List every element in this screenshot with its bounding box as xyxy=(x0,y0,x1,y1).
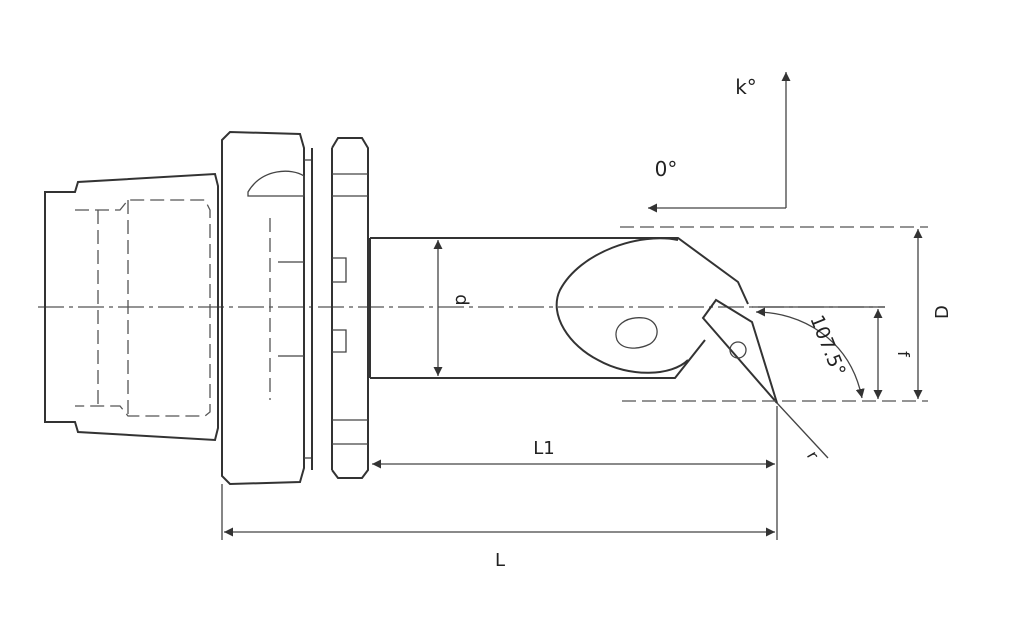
tool-flange xyxy=(221,130,369,486)
tool-shank xyxy=(44,172,219,442)
boring-bar-body xyxy=(369,237,749,379)
orientation-axes xyxy=(648,72,791,213)
r-label: r xyxy=(803,448,823,464)
cutting-insert xyxy=(701,298,778,404)
L-label: L xyxy=(495,550,505,571)
zero-axis-label: 0° xyxy=(655,157,678,181)
r-leader-line xyxy=(776,402,829,459)
angle-label: 107.5° xyxy=(805,312,849,379)
approach-angle-arc xyxy=(755,307,865,399)
D-label: D xyxy=(932,305,953,319)
k-axis-label: k° xyxy=(735,75,757,99)
d-label: d xyxy=(451,294,472,305)
L1-label: L1 xyxy=(533,438,554,459)
f-label: f xyxy=(894,351,913,357)
